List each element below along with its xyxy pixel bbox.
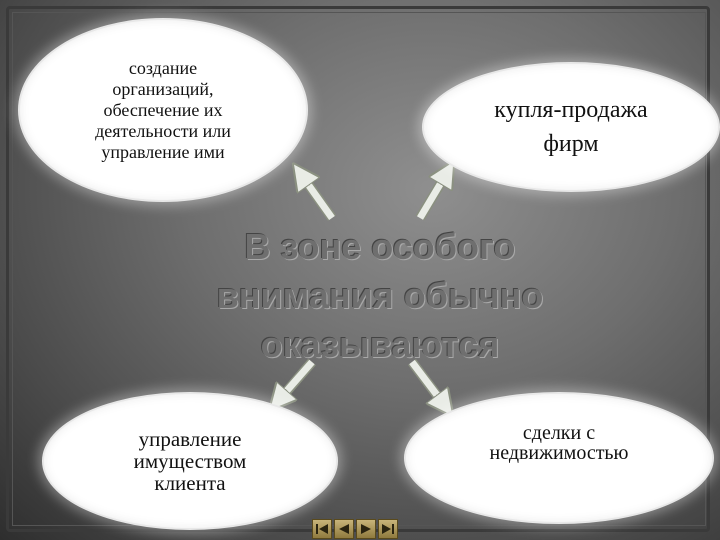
previous-slide-icon [339, 524, 349, 534]
next-slide-button[interactable] [356, 519, 376, 539]
previous-slide-button[interactable] [334, 519, 354, 539]
first-slide-icon [316, 524, 328, 534]
oval-bottom-right: сделки с недвижимостью [404, 392, 714, 524]
oval-bottom-left: управление имуществом клиента [42, 392, 338, 530]
next-slide-icon [361, 524, 371, 534]
first-slide-button[interactable] [312, 519, 332, 539]
oval-top-left: создание организаций, обеспечение их дея… [18, 18, 308, 202]
last-slide-icon [382, 524, 394, 534]
center-heading: В зоне особого внимания обычно оказывают… [216, 226, 544, 365]
oval-top-right: купля-продажа фирм [422, 62, 720, 192]
last-slide-button[interactable] [378, 519, 398, 539]
slide-navigation [312, 519, 398, 539]
